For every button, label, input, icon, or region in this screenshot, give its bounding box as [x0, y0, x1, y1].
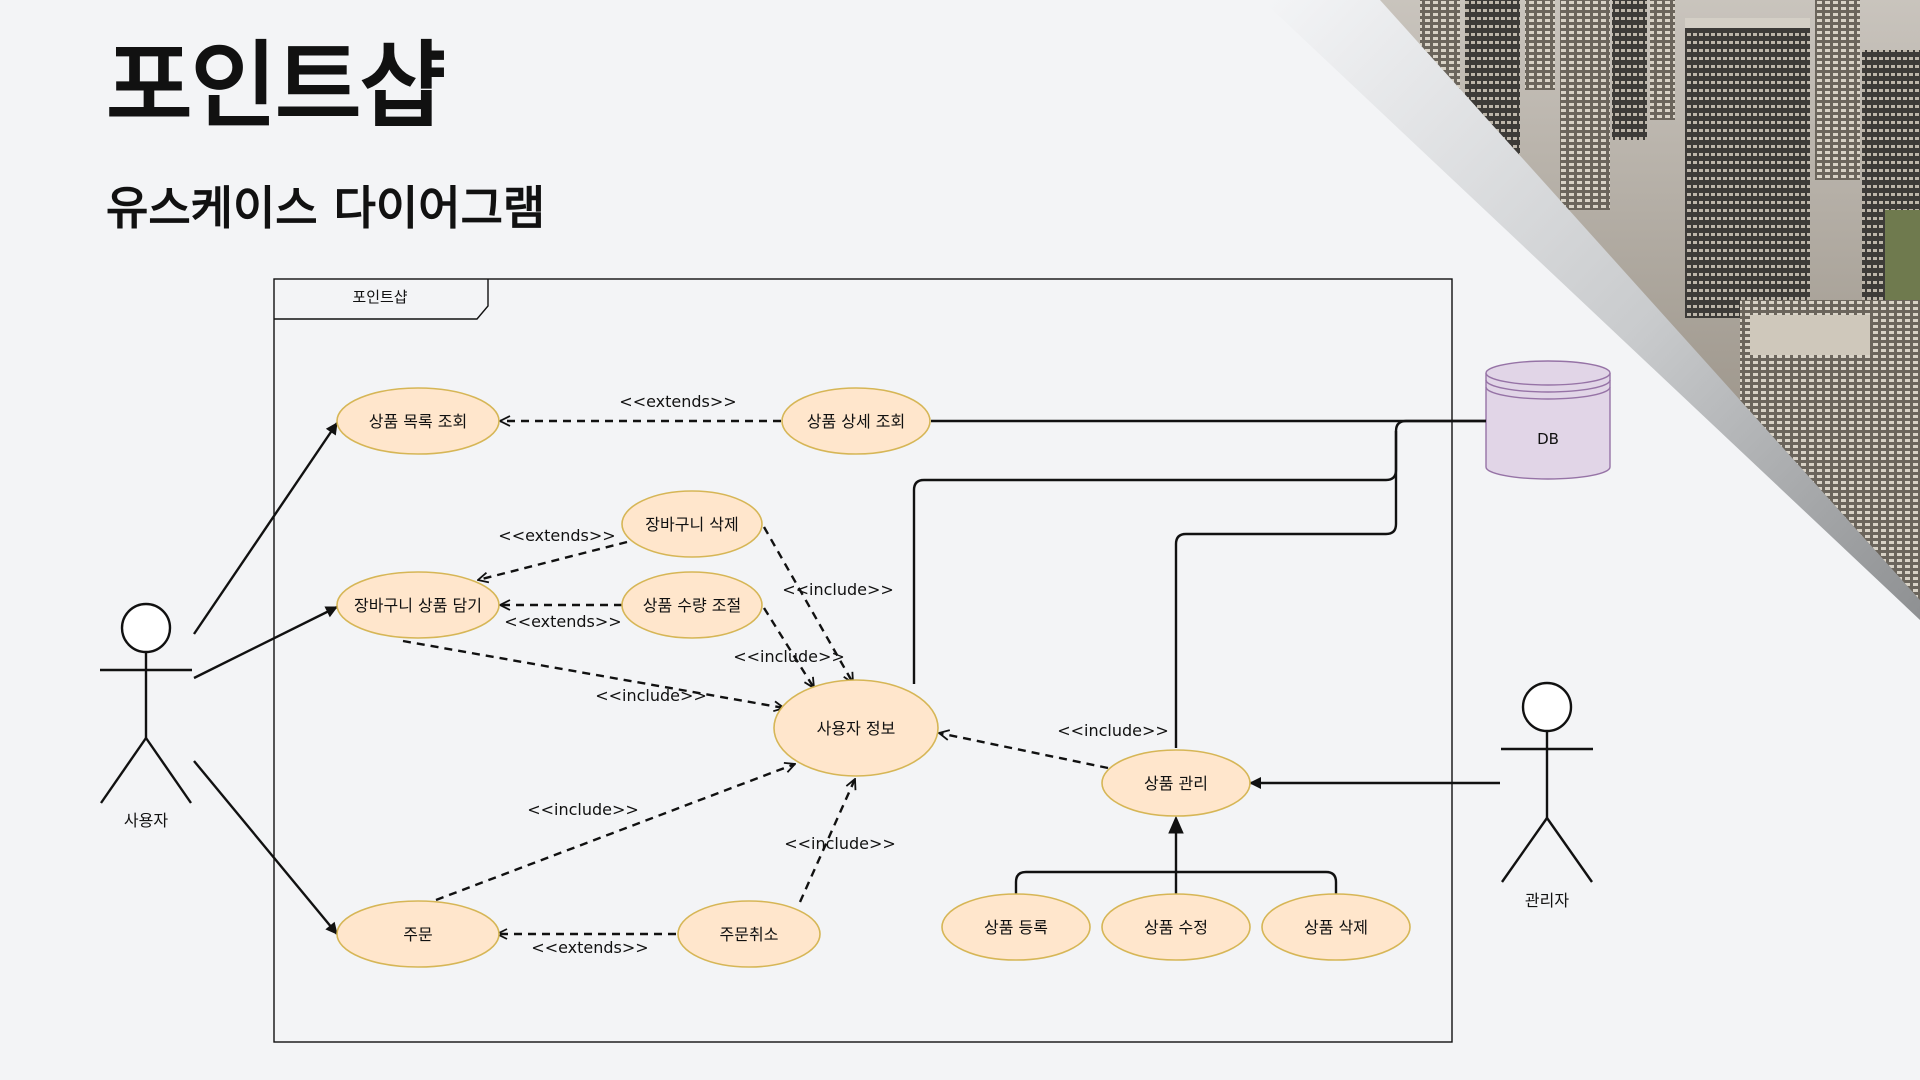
usecase-product-list[interactable]: 상품 목록 조회	[336, 387, 500, 455]
dependency-lines	[402, 421, 1109, 934]
usecase-label: 상품 등록	[984, 918, 1048, 937]
usecase-order[interactable]: 주문	[336, 900, 500, 968]
usecase-label: 상품 목록 조회	[369, 412, 468, 431]
db-line-user-info	[912, 419, 1486, 684]
usecase-user-info[interactable]: 사용자 정보	[773, 679, 939, 777]
usecase-product-edit[interactable]: 상품 수정	[1101, 893, 1251, 961]
include-manage-to-userinfo	[939, 733, 1109, 770]
database-cylinder: DB	[1485, 360, 1611, 480]
usecase-label: 상품 수정	[1144, 918, 1208, 937]
label-extends: <<extends>>	[619, 392, 736, 411]
usecase-label: 주문취소	[720, 925, 779, 944]
label-extends: <<extends>>	[504, 612, 621, 631]
usecase-label: 사용자 정보	[817, 719, 896, 738]
usecase-product-detail[interactable]: 상품 상세 조회	[781, 387, 931, 455]
include-cancel-to-userinfo	[798, 779, 855, 903]
db-line-product-manage	[1174, 431, 1398, 748]
label-include: <<include>>	[595, 686, 707, 705]
label-include: <<include>>	[782, 580, 894, 599]
usecase-label: 주문	[403, 925, 432, 944]
frame-label: 포인트샵	[352, 288, 407, 306]
usecase-cart-delete[interactable]: 장바구니 삭제	[621, 490, 763, 558]
usecase-label: 상품 상세 조회	[807, 412, 906, 431]
label-extends: <<extends>>	[531, 938, 648, 957]
usecase-product-remove[interactable]: 상품 삭제	[1261, 893, 1411, 961]
usecase-product-manage[interactable]: 상품 관리	[1101, 749, 1251, 817]
relation-labels: <<extends>> <<extends>> <<extends>> <<in…	[498, 392, 1169, 957]
actor-admin-label: 관리자	[1525, 891, 1569, 910]
actor-admin[interactable]: 관리자	[1501, 681, 1593, 910]
usecase-cart-add[interactable]: 장바구니 상품 담기	[336, 571, 500, 639]
slide-subtitle: 유스케이스 다이어그램	[106, 181, 546, 235]
assoc-user-product-list	[193, 422, 338, 635]
actor-user[interactable]: 사용자	[100, 602, 192, 830]
label-include: <<include>>	[784, 834, 896, 853]
actor-head-icon	[1521, 681, 1573, 733]
usecase-label: 상품 삭제	[1304, 918, 1368, 937]
usecase-product-register[interactable]: 상품 등록	[941, 893, 1091, 961]
usecase-label: 장바구니 상품 담기	[354, 596, 482, 615]
include-qty-to-userinfo	[762, 607, 814, 688]
extends-cartdel-to-cartadd	[478, 540, 628, 580]
slide-title: 포인트샵	[106, 32, 446, 141]
city-photo	[1380, 0, 1920, 600]
actor-head-icon	[120, 602, 172, 654]
label-include: <<include>>	[733, 647, 845, 666]
label-extends: <<extends>>	[498, 526, 615, 545]
actor-user-label: 사용자	[124, 811, 168, 830]
assoc-user-order	[193, 760, 338, 935]
usecase-label: 장바구니 삭제	[645, 515, 738, 534]
include-cartdel-to-userinfo	[762, 526, 855, 683]
usecase-order-cancel[interactable]: 주문취소	[677, 900, 821, 968]
generalization-arrowhead	[1168, 815, 1184, 834]
use-cases: 상품 목록 조회 상품 상세 조회 장바구니 삭제 장바구니 상품 담기 상품 …	[336, 387, 1411, 968]
usecase-qty-adjust[interactable]: 상품 수량 조절	[621, 571, 763, 639]
include-cartadd-to-userinfo	[402, 639, 784, 708]
assoc-user-cart-add	[193, 605, 338, 680]
include-order-to-userinfo	[435, 764, 795, 902]
usecase-label: 상품 수량 조절	[643, 596, 742, 615]
label-include: <<include>>	[527, 800, 639, 819]
system-frame: 포인트샵	[273, 278, 1453, 1043]
usecase-label: 상품 관리	[1144, 774, 1208, 793]
association-lines	[193, 419, 1500, 935]
label-include: <<include>>	[1057, 721, 1169, 740]
database-label: DB	[1537, 430, 1559, 448]
corner-decoration	[1262, 0, 1920, 620]
